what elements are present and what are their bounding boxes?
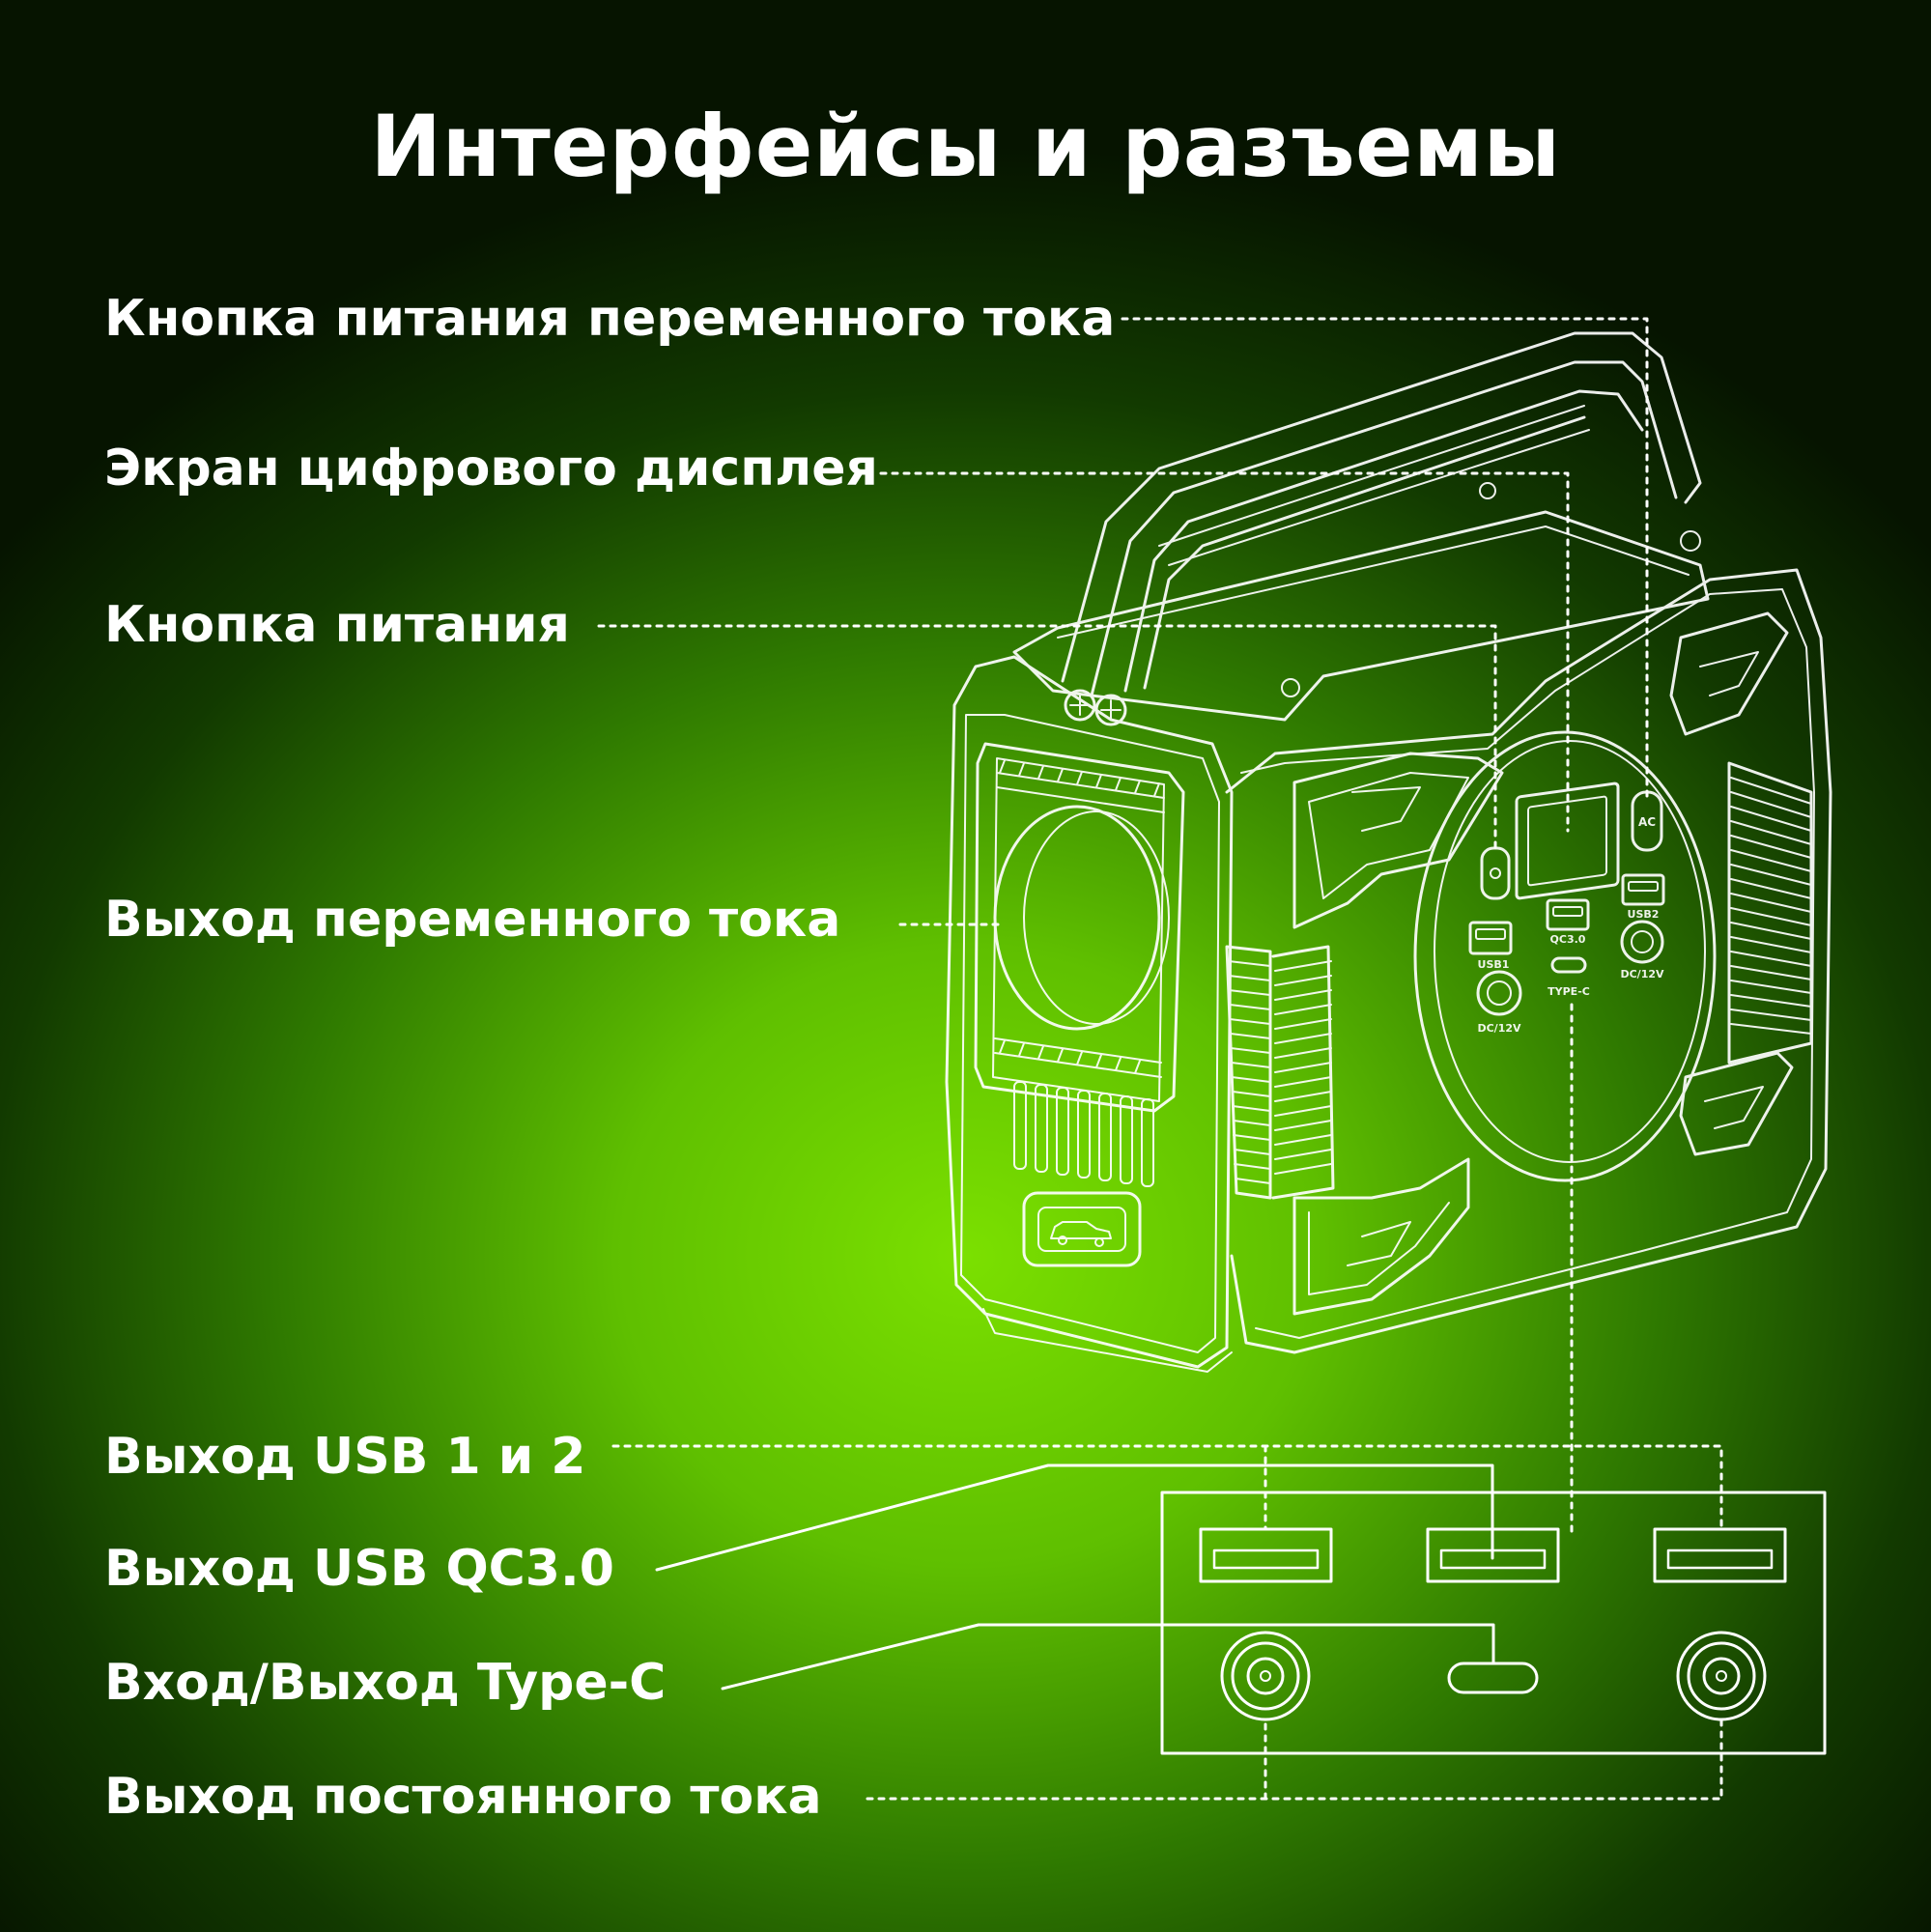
device-body: AC USB1 QC3.0 USB2 TYPE-C DC/12V DC/12V (945, 331, 1832, 1373)
usb1-port (1199, 1527, 1333, 1583)
control-panel: AC USB1 QC3.0 USB2 TYPE-C DC/12V DC/12V (1413, 730, 1717, 1182)
label-ac-power-button: Кнопка питания переменного тока (104, 290, 1116, 348)
panel-mark-dc-right: DC/12V (1620, 968, 1664, 980)
leader-digital-display (879, 471, 1570, 833)
front-bumpers (1292, 611, 1794, 1316)
corner-grille (1225, 945, 1335, 1200)
label-usb-qc30: Выход USB QC3.0 (104, 1540, 614, 1598)
panel-mark-usb2: USB2 (1628, 908, 1660, 921)
label-dc-output: Выход постоянного тока (104, 1768, 822, 1826)
left-panel (945, 655, 1234, 1373)
label-power-button: Кнопка питания (104, 596, 570, 654)
panel-mark-dc-left: DC/12V (1477, 1022, 1521, 1035)
leader-usb-1-2 (611, 1444, 1723, 1531)
right-grille (1727, 761, 1813, 1065)
leader-power-button (597, 624, 1497, 852)
dc-port-right (1676, 1631, 1767, 1721)
panel-mark-ac: AC (1638, 815, 1656, 829)
type-c-port (1447, 1662, 1539, 1694)
handle (1061, 331, 1702, 726)
label-digital-display: Экран цифрового дисплея (104, 440, 878, 497)
page-title: Интерфейсы и разъемы (370, 97, 1561, 196)
leader-ac-power-button (1121, 317, 1649, 800)
label-ac-output: Выход переменного тока (104, 891, 841, 949)
panel-mark-usb1: USB1 (1478, 958, 1510, 971)
label-type-c: Вход/Выход Type-C (104, 1654, 667, 1712)
leader-dc-output (866, 1718, 1723, 1801)
panel-mark-typec: TYPE-C (1548, 985, 1590, 998)
leader-type-c (721, 1623, 1495, 1690)
panel-mark-qc: QC3.0 (1550, 933, 1586, 946)
label-usb-1-2: Выход USB 1 и 2 (104, 1428, 586, 1486)
dc-port-left (1220, 1631, 1311, 1721)
leader-usb-qc30 (655, 1463, 1494, 1572)
leader-lines (597, 317, 1723, 1801)
usb2-port (1653, 1527, 1787, 1583)
